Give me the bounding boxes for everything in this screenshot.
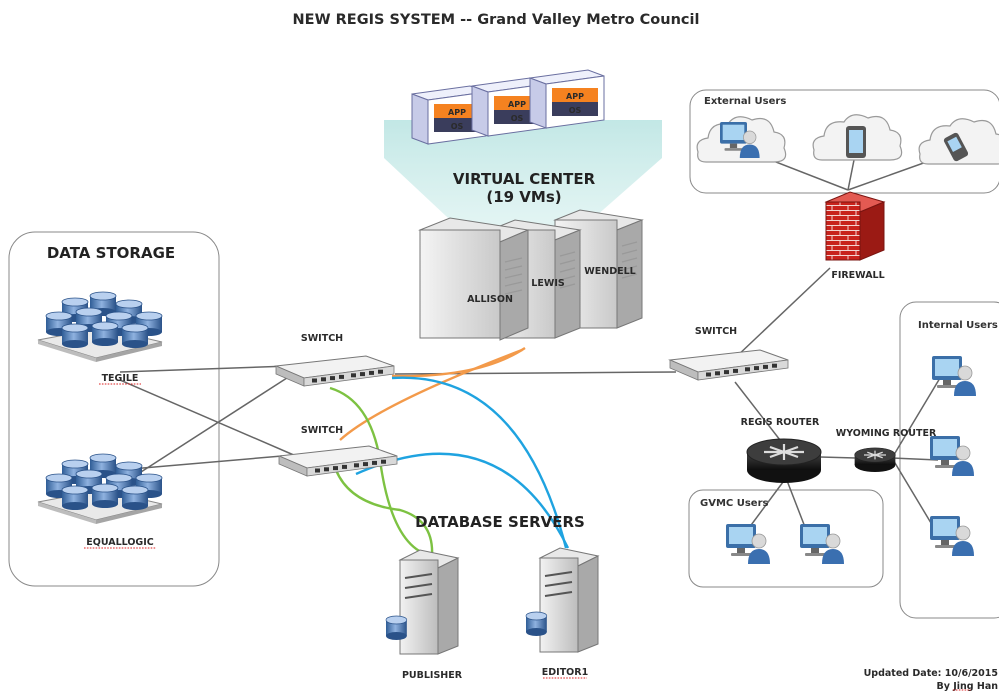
publisher-label: PUBLISHER — [402, 670, 463, 681]
firewall-label: FIREWALL — [831, 270, 884, 281]
editor1-server-icon — [525, 547, 600, 653]
regis-router-label: REGIS ROUTER — [741, 417, 820, 428]
internal-users-label: Internal Users — [918, 320, 998, 331]
host-tower-allison — [418, 217, 530, 341]
tower-vents — [504, 241, 638, 295]
publisher-server-icon — [385, 549, 460, 655]
virtual-center-label: VIRTUAL CENTER — [453, 170, 596, 188]
editor1-label: EDITOR1 — [542, 667, 588, 678]
vm-tile: APP OS — [529, 69, 605, 129]
vm-tile: APP OS — [411, 85, 487, 145]
author-credit: By Jing Han — [936, 681, 998, 692]
vm-os-label: OS — [511, 114, 524, 123]
virtual-center-vm-count: (19 VMs) — [486, 188, 561, 206]
equallogic-label: EQUALLOGIC — [86, 537, 154, 548]
diagram-title: NEW REGIS SYSTEM -- Grand Valley Metro C… — [293, 12, 700, 28]
switch-icon — [278, 445, 398, 477]
switch-label: SWITCH — [301, 333, 343, 344]
vm-app-label: APP — [566, 92, 584, 101]
vm-app-label: APP — [508, 100, 526, 109]
external-mobile-user-icon — [918, 118, 999, 165]
switch-label: SWITCH — [301, 425, 343, 436]
host-label-wendell: WENDELL — [584, 266, 635, 277]
database-servers-heading: DATABASE SERVERS — [415, 513, 585, 531]
gvmc-users-label: GVMC Users — [700, 498, 769, 509]
wyoming-router-label: WYOMING ROUTER — [836, 428, 937, 439]
vm-app-label: APP — [448, 108, 466, 117]
vm-os-label: OS — [569, 106, 582, 115]
host-label-allison: ALLISON — [467, 294, 513, 305]
switch-icon — [275, 355, 395, 387]
switch-icon — [669, 349, 789, 381]
external-users-label: External Users — [704, 96, 786, 107]
switch-label: SWITCH — [695, 326, 737, 337]
wyoming-router-icon — [854, 447, 896, 473]
data-storage-heading: DATA STORAGE — [47, 244, 175, 262]
external-tablet-user-icon — [812, 114, 903, 161]
vm-os-label: OS — [451, 122, 464, 131]
updated-date: Updated Date: 10/6/2015 — [864, 668, 998, 679]
host-label-lewis: LEWIS — [531, 278, 565, 289]
vm-tile: APP OS — [471, 77, 547, 137]
tegile-label: TEGILE — [102, 373, 139, 384]
firewall-icon — [824, 191, 886, 261]
regis-router-icon — [745, 437, 823, 485]
